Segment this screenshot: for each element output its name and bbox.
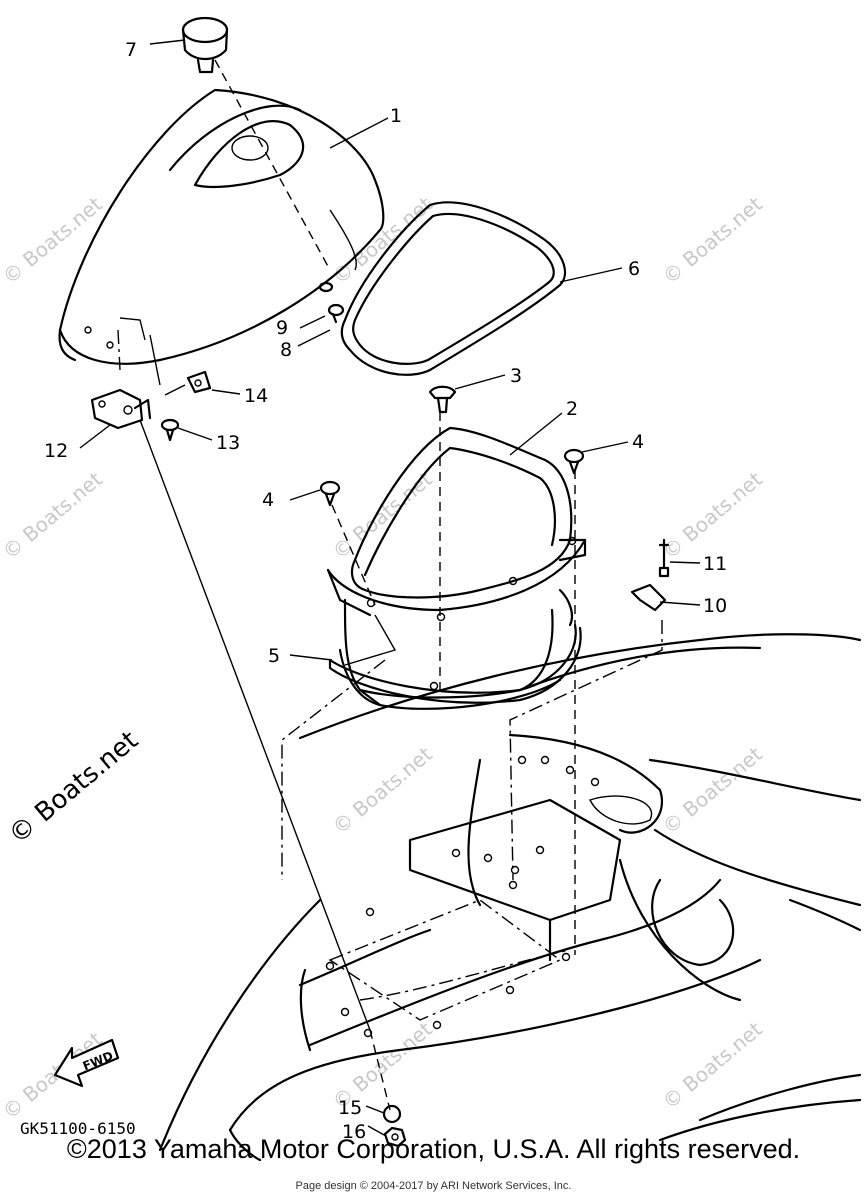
callout-15: 15	[338, 1097, 362, 1119]
watermark-dark: © Boats.net	[3, 725, 144, 850]
watermark: © Boats.net	[658, 1017, 767, 1114]
part-7-cap	[181, 16, 229, 74]
callout-16: 16	[342, 1121, 366, 1143]
callout-5: 5	[268, 645, 280, 667]
callout-labels: 7 1 6 9 8 3 14 2 4 13 12 4 11 10 5 15 16	[44, 39, 727, 1143]
callout-3: 3	[510, 365, 522, 387]
hardware-parts	[90, 281, 670, 1148]
part-5-band	[328, 614, 582, 704]
fwd-arrow-icon: FWD	[53, 1038, 120, 1088]
page-credit: Page design © 2004-2017 by ARI Network S…	[295, 1180, 572, 1192]
watermark: © Boats.net	[658, 742, 767, 839]
watermark: © Boats.net	[0, 192, 107, 289]
callout-4a: 4	[262, 489, 274, 511]
callout-7: 7	[125, 39, 137, 61]
callout-9: 9	[276, 317, 288, 339]
callout-12: 12	[44, 440, 68, 462]
callout-1: 1	[390, 105, 402, 127]
callout-2: 2	[566, 398, 578, 420]
callout-4b: 4	[632, 431, 644, 453]
callout-6: 6	[628, 258, 640, 280]
assembly-lines	[117, 59, 663, 1111]
watermark: © Boats.net	[328, 467, 437, 564]
callout-14: 14	[244, 385, 268, 407]
watermark: © Boats.net	[0, 467, 107, 564]
diagram-code: GK51100-6150	[20, 1119, 136, 1138]
callout-11: 11	[703, 553, 727, 575]
part-6-seal	[340, 201, 567, 376]
hull-outline	[158, 633, 862, 1162]
part-1-cover	[58, 88, 385, 386]
callout-13: 13	[216, 432, 240, 454]
part-2-storage-bin	[326, 426, 587, 710]
copyright-notice: ©2013 Yamaha Motor Corporation, U.S.A. A…	[66, 1134, 801, 1164]
watermark: © Boats.net	[658, 467, 767, 564]
watermark: © Boats.net	[328, 742, 437, 839]
watermark: © Boats.net	[0, 1027, 107, 1124]
callout-10: 10	[703, 595, 727, 617]
leader-lines	[79, 39, 701, 1137]
callout-8: 8	[280, 339, 292, 361]
watermark: © Boats.net	[658, 192, 767, 289]
watermarks: © Boats.net © Boats.net © Boats.net © Bo…	[0, 192, 767, 1124]
